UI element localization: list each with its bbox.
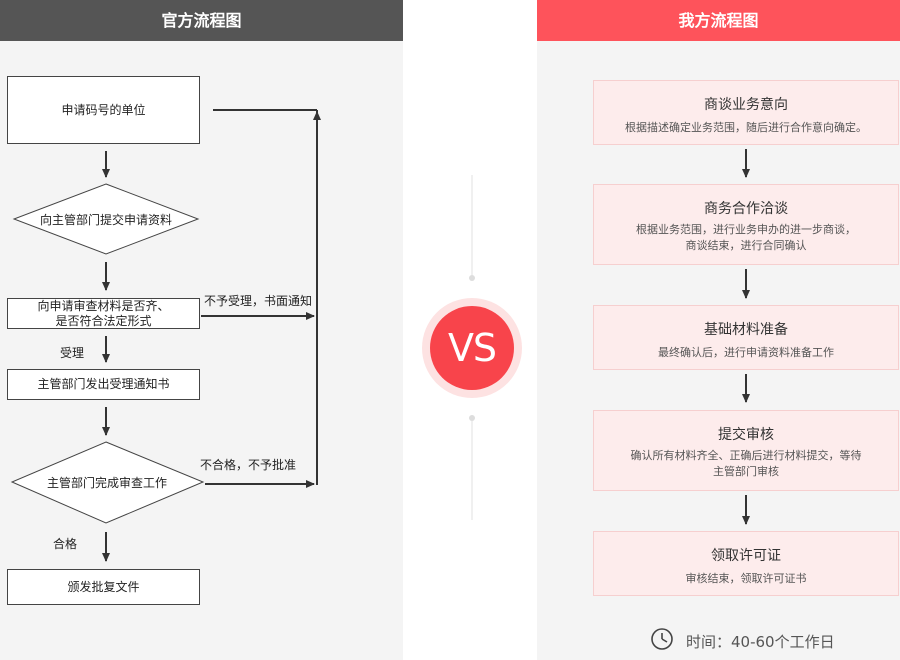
accept-label: 受理 (60, 346, 85, 360)
step-material-prep: 基础材料准备 最终确认后，进行申请资料准备工作 (593, 305, 899, 370)
step-desc-line1: 确认所有材料齐全、正确后进行材料提交，等待 (630, 449, 862, 462)
step-desc-line2: 商谈结束，进行合同确认 (685, 239, 807, 252)
step-title: 商务合作洽谈 (704, 201, 788, 217)
issue-box: 颁发批复文件 (7, 569, 200, 605)
submit-diamond (12, 183, 200, 255)
vs-divider-top-dot (469, 275, 475, 281)
complete-diamond (10, 441, 205, 524)
review-text-line1: 向申请审查材料是否齐、 (37, 298, 170, 313)
step-submit-review: 提交审核 确认所有材料齐全、正确后进行材料提交，等待 主管部门审核 (593, 410, 899, 491)
submit-diamond-text: 向主管部门提交申请资料 (39, 212, 172, 227)
complete-diamond-text: 主管部门完成审查工作 (46, 475, 167, 490)
clock-icon (650, 627, 674, 655)
step-desc-line1: 根据业务范围，进行业务申办的进一步商谈， (636, 223, 856, 236)
review-text-line2: 是否符合法定形式 (55, 313, 152, 328)
fail-reject-label: 不合格，不予批准 (200, 458, 297, 472)
our-flow-header: 我方流程图 (537, 0, 900, 41)
notice-text: 主管部门发出受理通知书 (37, 377, 170, 391)
issue-text: 颁发批复文件 (67, 579, 140, 594)
step-negotiate-intent: 商谈业务意向 根据描述确定业务范围，随后进行合作意向确定。 (593, 80, 899, 145)
apply-unit-box: 申请码号的单位 (7, 76, 200, 144)
reject-notice-label: 不予受理，书面通知 (204, 294, 313, 308)
step-title: 商谈业务意向 (704, 97, 788, 113)
step-desc: 审核结束，领取许可证书 (685, 572, 807, 585)
step-get-license: 领取许可证 审核结束，领取许可证书 (593, 531, 899, 596)
vs-divider-bottom-dot (469, 415, 475, 421)
step-title: 领取许可证 (711, 548, 781, 564)
vs-badge: VS (430, 306, 514, 390)
time-text: 时间：40-60个工作日 (686, 632, 835, 651)
notice-box: 主管部门发出受理通知书 (7, 369, 200, 400)
official-flow-header: 官方流程图 (0, 0, 403, 41)
pass-label: 合格 (53, 537, 78, 551)
time-row: 时间：40-60个工作日 (650, 627, 835, 655)
step-title: 基础材料准备 (704, 322, 788, 338)
step-business-talks: 商务合作洽谈 根据业务范围，进行业务申办的进一步商谈， 商谈结束，进行合同确认 (593, 184, 899, 265)
step-desc: 根据描述确定业务范围，随后进行合作意向确定。 (625, 121, 867, 134)
step-desc-line2: 主管部门审核 (713, 465, 779, 478)
step-title: 提交审核 (718, 427, 774, 443)
apply-unit-text: 申请码号的单位 (61, 102, 146, 117)
review-box: 向申请审查材料是否齐、 是否符合法定形式 (7, 298, 200, 329)
step-desc: 最终确认后，进行申请资料准备工作 (658, 346, 834, 359)
